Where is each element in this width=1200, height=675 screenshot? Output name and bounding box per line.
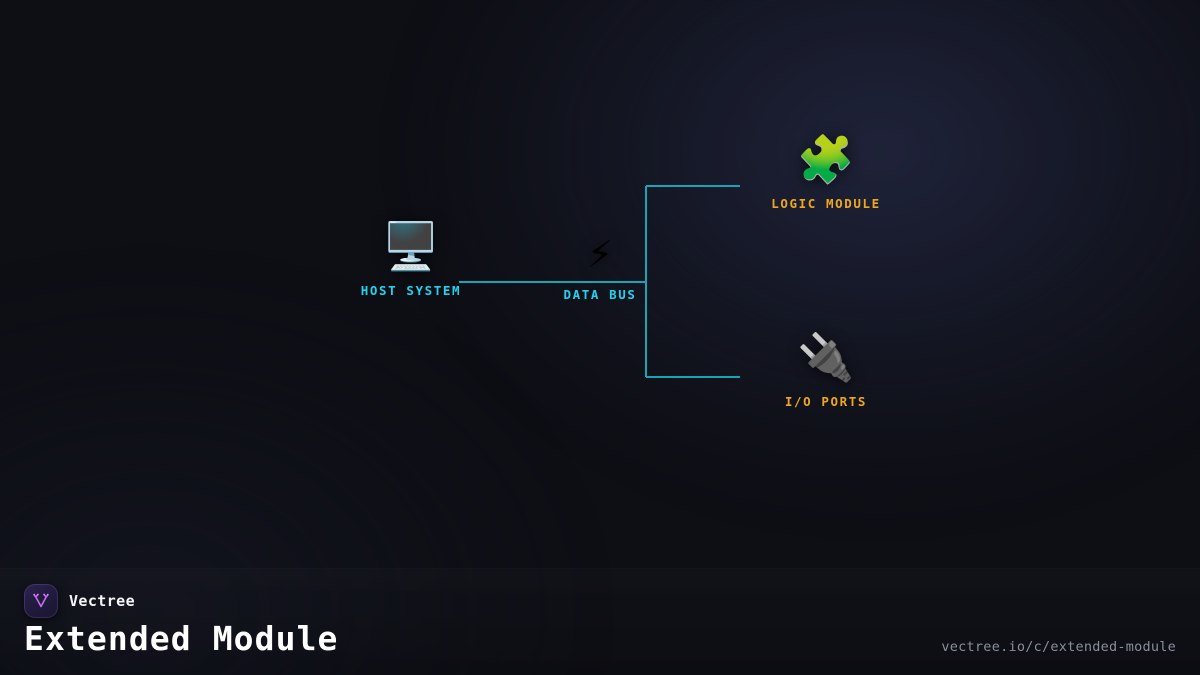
node-io-ports[interactable]: 🔌 I/O PORTS	[741, 329, 911, 409]
footer-url: vectree.io/c/extended-module	[941, 639, 1176, 655]
page-title: Extended Module	[24, 619, 339, 658]
node-logic-module-label: LOGIC MODULE	[771, 196, 881, 211]
brand-name: Vectree	[69, 592, 136, 610]
puzzle-piece-icon: 🧩	[797, 132, 855, 186]
brand-row[interactable]: Vectree	[24, 584, 135, 618]
desktop-computer-icon: 🖥️	[382, 219, 440, 273]
node-io-ports-label: I/O PORTS	[784, 394, 868, 409]
node-host-system-label: HOST SYSTEM	[360, 283, 462, 298]
node-host-system[interactable]: 🖥️ HOST SYSTEM	[326, 218, 496, 298]
high-voltage-icon: ⚡	[587, 228, 613, 277]
electric-plug-icon: 🔌	[797, 330, 855, 384]
vectree-logo-icon	[24, 584, 58, 618]
footer-bar: Vectree Extended Module vectree.io/c/ext…	[0, 568, 1200, 675]
node-logic-module[interactable]: 🧩 LOGIC MODULE	[741, 131, 911, 211]
node-data-bus[interactable]: ⚡ DATA BUS	[515, 228, 685, 303]
node-data-bus-label: DATA BUS	[563, 287, 637, 302]
